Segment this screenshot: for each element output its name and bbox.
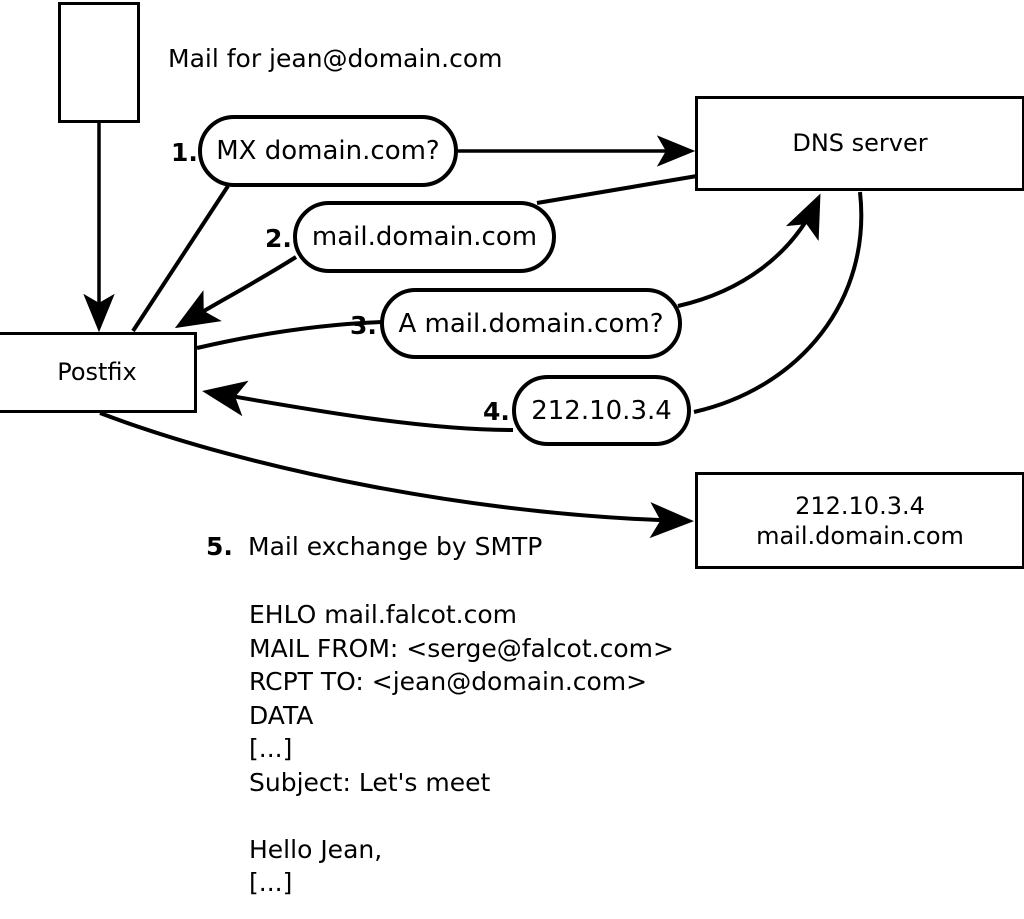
- step-4-bubble-label: 212.10.3.4: [531, 395, 672, 426]
- step-2-number: 2.: [265, 224, 292, 253]
- smtp-transcript: EHLO mail.falcot.com MAIL FROM: <serge@f…: [249, 600, 674, 919]
- connector-postfix-to-mailserver: [99, 411, 694, 539]
- postfix-node-label: Postfix: [57, 358, 137, 387]
- connector-step2-to-postfix: [174, 255, 298, 329]
- step-4-bubble[interactable]: 212.10.3.4: [512, 375, 691, 446]
- step-3-bubble[interactable]: A mail.domain.com?: [380, 288, 682, 359]
- step-1-number: 1.: [171, 138, 198, 167]
- mail-server-ip: 212.10.3.4: [795, 491, 925, 520]
- step-4-number: 4.: [483, 397, 510, 426]
- dns-server-node[interactable]: DNS server: [695, 96, 1024, 191]
- step-1-bubble[interactable]: MX domain.com?: [198, 115, 458, 187]
- step-2-bubble-label: mail.domain.com: [311, 222, 538, 252]
- step-3-bubble-label: A mail.domain.com?: [398, 308, 664, 339]
- connector-postfix-to-step3: [196, 320, 383, 350]
- postfix-node[interactable]: Postfix: [0, 332, 197, 413]
- mail-server-hostname: mail.domain.com: [756, 521, 964, 550]
- step-2-bubble[interactable]: mail.domain.com: [293, 201, 556, 273]
- connector-step3-to-dns: [677, 193, 821, 308]
- step-3-number: 3.: [350, 311, 377, 340]
- dns-server-node-label: DNS server: [792, 129, 928, 158]
- client-node[interactable]: [58, 2, 140, 123]
- step-1-bubble-label: MX domain.com?: [216, 136, 440, 166]
- connector-dns-to-step2: [536, 174, 698, 205]
- connector-dns-to-step4: [693, 191, 864, 414]
- connector-step4-to-postfix: [202, 380, 514, 432]
- connector-postfix-to-step1: [131, 184, 230, 333]
- step-5-label: Mail exchange by SMTP: [248, 532, 543, 561]
- mail-for-label: Mail for jean@domain.com: [168, 44, 503, 73]
- mail-server-node[interactable]: 212.10.3.4 mail.domain.com: [695, 472, 1024, 569]
- step-5-number: 5.: [206, 532, 233, 561]
